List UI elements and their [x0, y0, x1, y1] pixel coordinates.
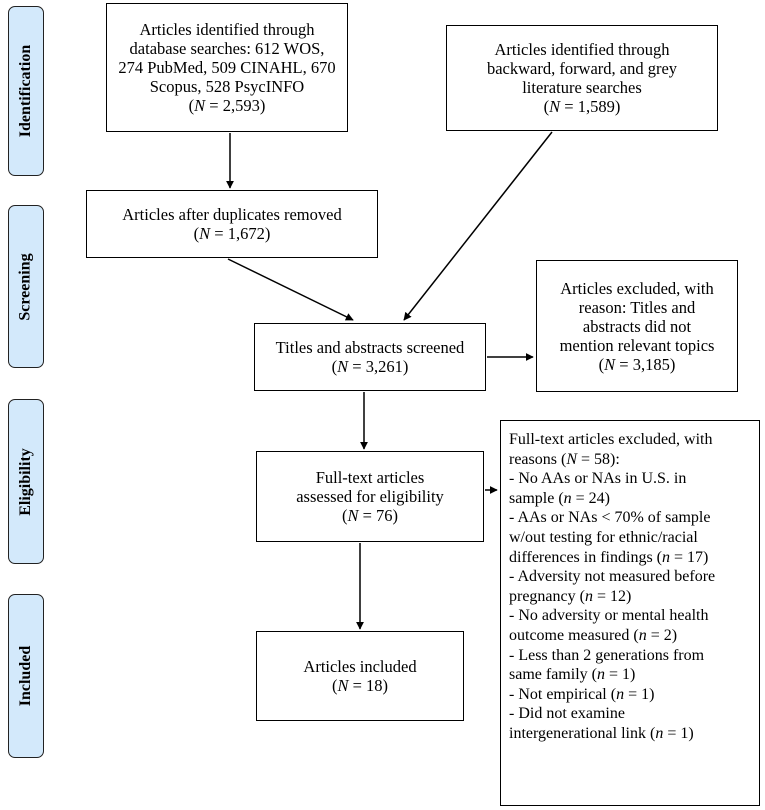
n-symbol: N [347, 506, 359, 525]
exclusion-line: reasons (N = 58): [509, 450, 620, 468]
exclusion-line: pregnancy (n = 12) [509, 587, 632, 605]
box-line: database searches: 612 WOS, [129, 39, 325, 58]
exclusion-line: Full-text articles excluded, with [509, 431, 713, 448]
excluded-fulltext-box: Full-text articles excluded, with reason… [500, 420, 760, 806]
box-line: assessed for eligibility [296, 487, 444, 506]
box-line: abstracts did not [582, 316, 692, 336]
n-symbol: N [604, 354, 616, 374]
exclusion-line: sample (n = 24) [509, 489, 611, 507]
n-value: = 3,185) [615, 354, 676, 374]
box-line: 274 PubMed, 509 CINAHL, 670 [118, 58, 336, 77]
stage-identification-tab: Identification [8, 6, 44, 176]
box-line: backward, forward, and grey [486, 59, 678, 78]
stage-included-tab: Included [8, 594, 44, 758]
box-line: Articles identified through [494, 40, 670, 59]
box-count: (N = 76) [341, 506, 399, 525]
n-symbol: N [194, 96, 206, 115]
n-symbol: N [549, 97, 561, 116]
stage-eligibility-tab: Eligibility [8, 399, 44, 564]
exclusion-line: - No AAs or NAs in U.S. in [509, 470, 687, 488]
exclusion-line: - AAs or NAs < 70% of sample [509, 509, 711, 527]
n-value: = 18) [348, 676, 389, 695]
box-line: Titles and abstracts screened [275, 338, 465, 357]
exclusion-line: same family (n = 1) [509, 666, 636, 684]
exclusion-line: w/out testing for ethnic/racial [509, 528, 698, 546]
box-line: literature searches [522, 78, 642, 97]
duplicates-removed-box: Articles after duplicates removed (N = 1… [86, 190, 378, 258]
box-line: Articles included [303, 657, 417, 676]
box-count: (N = 2,593) [188, 96, 266, 115]
stage-screening-tab: Screening [8, 205, 44, 368]
box-line: Articles excluded, with [560, 278, 714, 298]
box-line: Articles identified through [139, 20, 315, 39]
exclusion-line: - No adversity or mental health [509, 607, 709, 625]
n-value: = 3,261) [348, 357, 409, 376]
box-line: Articles after duplicates removed [122, 205, 342, 224]
exclusion-line: intergenerational link (n = 1) [509, 724, 694, 742]
box-count: (N = 3,261) [331, 357, 409, 376]
exclusion-line: - Did not examine [509, 705, 625, 723]
box-count: (N = 1,589) [543, 97, 621, 116]
arrow-backward-to-screened [403, 131, 553, 321]
fulltext-assessed-box: Full-text articles assessed for eligibil… [256, 451, 484, 542]
n-symbol: N [337, 357, 349, 376]
n-value: = 1,672) [210, 224, 271, 243]
exclusion-line: - Adversity not measured before [509, 568, 716, 586]
box-line: mention relevant topics [559, 335, 715, 355]
n-symbol: N [199, 224, 211, 243]
box-count: (N = 18) [331, 676, 389, 695]
n-value: = 1,589) [560, 97, 621, 116]
exclusion-line: - Not empirical (n = 1) [509, 685, 655, 703]
exclusion-line: - Less than 2 generations from [509, 646, 705, 664]
box-line: Full-text articles [315, 468, 425, 487]
box-count: (N = 3,185) [598, 354, 676, 374]
box-line: reason: Titles and [578, 297, 696, 317]
exclusion-line: differences in findings (n = 17) [509, 548, 709, 566]
n-value: = 76) [358, 506, 399, 525]
arrow-duplicates-to-screened [227, 258, 354, 321]
n-value: = 2,593) [205, 96, 266, 115]
database-search-box: Articles identified through database sea… [106, 3, 348, 132]
backward-search-box: Articles identified through backward, fo… [446, 25, 718, 131]
articles-included-box: Articles included (N = 18) [256, 631, 464, 721]
titles-screened-box: Titles and abstracts screened (N = 3,261… [254, 323, 486, 391]
box-line: Scopus, 528 PsycINFO [149, 77, 305, 96]
excluded-titles-box: Articles excluded, with reason: Titles a… [536, 260, 738, 392]
box-count: (N = 1,672) [193, 224, 271, 243]
n-symbol: N [337, 676, 349, 695]
exclusion-line: outcome measured (n = 2) [509, 626, 678, 644]
